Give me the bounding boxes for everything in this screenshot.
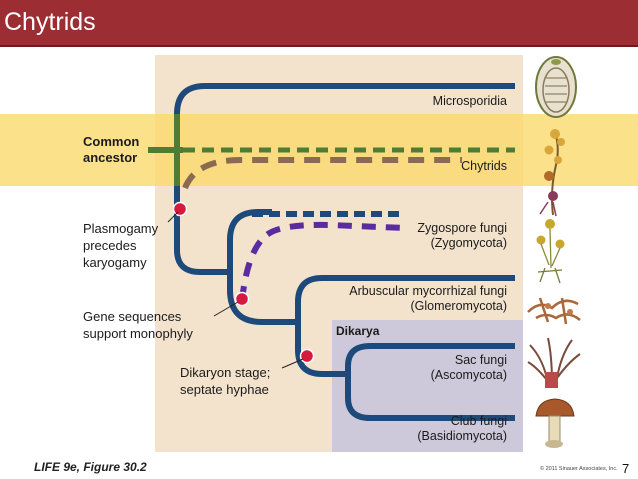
event-dot-monophyly [234, 291, 250, 307]
chytrid-overlay-path [182, 157, 462, 190]
microsporidia-spore-illustration [535, 56, 577, 118]
ascomycete-illustration [527, 337, 581, 388]
taxon-zygomycota: Zygospore fungi(Zygomycota) [417, 221, 507, 250]
dikarya-label: Dikarya [336, 324, 380, 338]
leader-lines [167, 211, 304, 369]
slide-number: 7 [622, 461, 630, 476]
taxon-microsporidia: Microsporidia [433, 94, 507, 108]
taxon-ascomycota: Sac fungi(Ascomycota) [431, 353, 507, 382]
branch-to-fungi [174, 210, 230, 275]
zygo-overlay-path [239, 221, 406, 301]
branch-to-glomero [227, 272, 298, 325]
slide-title: Chytrids [4, 8, 96, 36]
leader-monophyly [213, 301, 239, 317]
taxon-chytrids: Chytrids [461, 159, 507, 173]
dikarya-box [332, 320, 523, 452]
branch-glomeromycota [295, 275, 515, 322]
zygomycete-illustration [536, 219, 565, 284]
title-bar: Chytrids [0, 0, 638, 47]
figure-caption: LIFE 9e, Figure 30.2 [34, 460, 147, 474]
glomeromycete-illustration [527, 297, 581, 325]
copyright-notice: © 2011 Sinauer Associates, Inc. [540, 466, 618, 472]
taxa-labels: Microsporidia Chytrids Zygospore fungi(Z… [349, 94, 507, 443]
leader-plasmogamy [167, 211, 179, 223]
event-dot-dikaryon [299, 348, 315, 364]
chytrid-illustration [539, 129, 565, 217]
branch-microsporidia [174, 83, 515, 150]
taxon-glomeromycota: Arbuscular mycorrhizal fungi(Glomeromyco… [349, 284, 507, 313]
branch-to-dikarya [295, 322, 348, 377]
event-dot-plasmogamy [172, 201, 188, 217]
leader-dikaryon [281, 358, 304, 369]
common-ancestor-label: Common ancestor [83, 134, 143, 165]
event-label-dikaryon: Dikaryon stage;septate hyphae [180, 365, 270, 397]
branch-basidiomycota [345, 374, 515, 421]
basidiomycete-illustration [535, 398, 575, 448]
taxon-basidiomycota: Club fungi(Basidiomycota) [417, 414, 507, 443]
branch-ascomycota [345, 343, 515, 374]
